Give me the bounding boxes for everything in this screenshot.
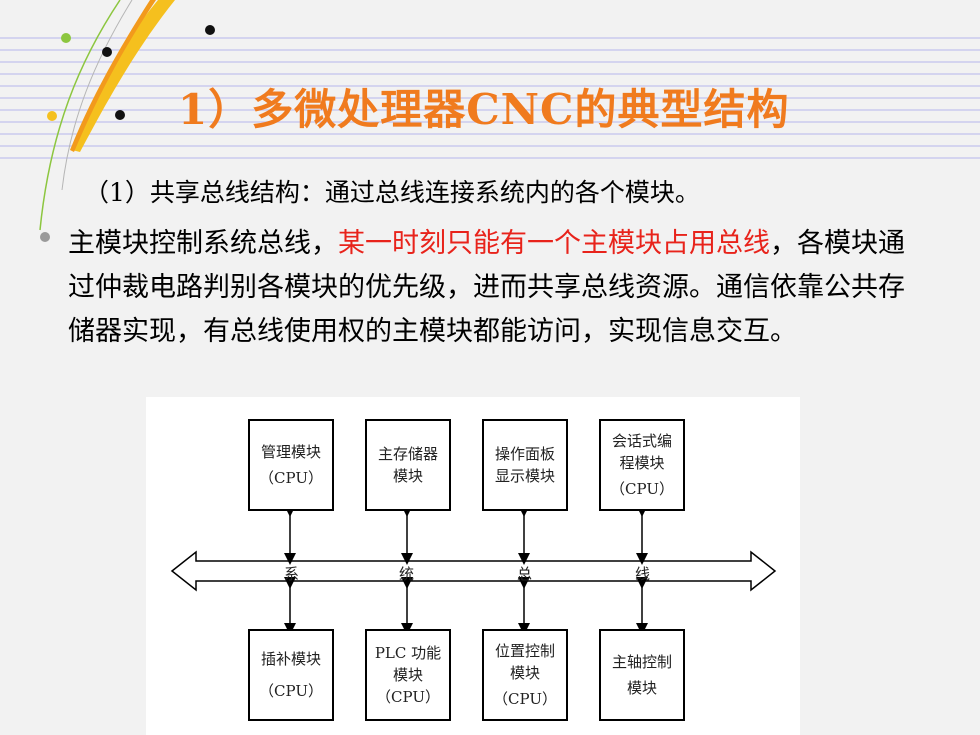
- bus-label: 系: [284, 565, 300, 583]
- bus-label: 总: [517, 565, 533, 583]
- bus-label: 线: [635, 565, 651, 583]
- black-dot-icon: [205, 25, 215, 35]
- module-label: 主存储器: [377, 445, 438, 463]
- slide-title: 1）多微处理器CNC的典型结构: [178, 85, 790, 134]
- module-label: 插补模块: [260, 650, 321, 668]
- body-highlight: 某一时刻只能有一个主模块占用总线: [338, 228, 770, 259]
- bullet-icon: [40, 232, 50, 242]
- module-label: （CPU）: [259, 469, 323, 487]
- yellow-dot-icon: [47, 111, 57, 121]
- module-label: （CPU）: [376, 688, 440, 706]
- module-label: 模块: [509, 664, 540, 682]
- module-label: 显示模块: [494, 467, 555, 485]
- bus-label: 统: [399, 565, 415, 583]
- body-text-part2: ，各模块通过仲裁电路判别各模块的优先级，进而共享总线资源。通信依靠公共存储器实现…: [68, 228, 905, 347]
- bus-connectors: [170, 505, 777, 635]
- module-management: 管理模块 （CPU）: [248, 419, 334, 511]
- module-label: （CPU）: [259, 682, 323, 700]
- module-plc: PLC 功能 模块 （CPU）: [365, 629, 451, 721]
- shared-bus-diagram: 管理模块 （CPU） 主存储器 模块 操作面板 显示模块 会话式编 程模块 （C…: [146, 397, 800, 735]
- module-position-control: 位置控制 模块 （CPU）: [482, 629, 568, 721]
- ruled-lines-decoration: [0, 37, 980, 159]
- body-paragraph: 主模块控制系统总线，某一时刻只能有一个主模块占用总线，各模块通过仲裁电路判别各模…: [68, 222, 908, 354]
- module-label: （CPU）: [493, 690, 557, 708]
- body-text-part1: 主模块控制系统总线，: [68, 228, 338, 259]
- green-dot-icon: [61, 33, 71, 43]
- module-interpolation: 插补模块 （CPU）: [248, 629, 334, 721]
- module-label: PLC 功能: [374, 644, 442, 662]
- module-label: 管理模块: [260, 443, 321, 461]
- module-conversational-programming: 会话式编 程模块 （CPU）: [599, 419, 685, 511]
- module-label: 主轴控制: [611, 653, 672, 671]
- module-main-memory: 主存储器 模块: [365, 419, 451, 511]
- module-label: 模块: [626, 679, 657, 697]
- module-label: 会话式编: [611, 432, 672, 450]
- module-label: 模块: [392, 666, 423, 684]
- swoosh-decoration: [39, 0, 215, 231]
- module-label: 操作面板: [494, 445, 555, 463]
- black-dot-icon: [102, 47, 112, 57]
- module-label: 程模块: [619, 454, 665, 472]
- module-label: （CPU）: [610, 480, 674, 498]
- slide-subtitle: （1）共享总线结构：通过总线连接系统内的各个模块。: [84, 178, 700, 207]
- system-bus-arrow: [170, 550, 777, 592]
- black-dot-icon: [115, 110, 125, 120]
- module-operator-panel: 操作面板 显示模块: [482, 419, 568, 511]
- module-label: 模块: [392, 467, 423, 485]
- module-label: 位置控制: [494, 642, 555, 660]
- module-spindle-control: 主轴控制 模块: [599, 629, 685, 721]
